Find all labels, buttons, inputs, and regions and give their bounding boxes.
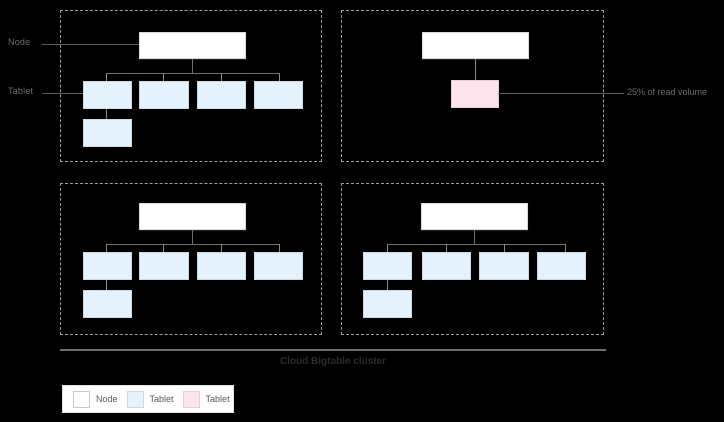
connector-drop-3-2	[163, 244, 164, 252]
tablet-box-3-3	[197, 252, 246, 280]
tablet-box-1-5	[83, 119, 132, 147]
tablet-box-4-1	[363, 252, 412, 280]
node-box-3	[139, 203, 246, 230]
tablet-box-2-1	[451, 80, 499, 108]
cluster-caption: Cloud Bigtable cluster	[279, 356, 387, 367]
connector-drop-4-3	[504, 244, 505, 252]
tablet-box-4-2	[422, 252, 471, 280]
cluster-divider	[60, 349, 606, 351]
connector-trunk-2	[475, 59, 476, 80]
tablet-box-4-5	[363, 290, 412, 318]
connector-trunk-1	[192, 59, 193, 73]
legend: Node Tablet Tablet	[62, 385, 234, 413]
connector-drop-1-3	[221, 73, 222, 81]
node-group-2	[341, 10, 604, 162]
connector-drop-1-2	[163, 73, 164, 81]
side-label-node: Node	[8, 37, 31, 47]
legend-swatch-tablet-highlighted-icon	[182, 390, 200, 408]
connector-drop-3-4	[279, 244, 280, 252]
tablet-box-3-5	[83, 290, 132, 318]
connector-bus-1	[106, 73, 279, 74]
node-group-4	[341, 183, 604, 335]
legend-label-tablet-highlighted: Tablet	[205, 394, 230, 404]
tablet-box-4-4	[537, 252, 586, 280]
legend-label-tablet: Tablet	[149, 394, 174, 404]
connector-drop-1-5	[106, 109, 107, 119]
tablet-box-1-1	[83, 81, 132, 109]
connector-trunk-3	[192, 230, 193, 244]
tablet-leader-line	[42, 93, 83, 94]
connector-drop-1-4	[279, 73, 280, 81]
node-box-2	[422, 32, 529, 59]
tablet-box-3-2	[139, 252, 189, 280]
tablet-box-1-4	[254, 81, 303, 109]
legend-item-tablet-highlighted: Tablet	[182, 390, 230, 408]
connector-drop-1-1	[106, 73, 107, 81]
legend-swatch-node-icon	[73, 390, 90, 408]
legend-label-node: Node	[96, 394, 118, 404]
node-box-4	[421, 203, 528, 230]
node-group-3	[60, 183, 322, 335]
tablet-box-1-3	[197, 81, 246, 109]
legend-swatch-tablet-icon	[126, 390, 144, 408]
node-box-1	[139, 32, 246, 59]
connector-drop-4-2	[446, 244, 447, 252]
connector-drop-3-5	[106, 280, 107, 290]
connector-trunk-4	[474, 230, 475, 244]
connector-drop-4-4	[565, 244, 566, 252]
connector-bus-4	[387, 244, 565, 245]
connector-drop-3-1	[106, 244, 107, 252]
connector-drop-4-1	[387, 244, 388, 252]
node-group-1	[60, 10, 322, 162]
connector-drop-3-3	[221, 244, 222, 252]
side-label-tablet: Tablet	[8, 86, 34, 96]
annotation-read-volume: 25% of read volume	[627, 87, 708, 97]
tablet-box-1-2	[139, 81, 189, 109]
tablet-box-3-1	[83, 252, 132, 280]
tablet-box-3-4	[254, 252, 303, 280]
tablet-box-4-3	[479, 252, 529, 280]
connector-drop-4-5	[387, 280, 388, 290]
connector-bus-3	[106, 244, 279, 245]
annotation-leader-line	[498, 93, 624, 94]
legend-item-node: Node	[73, 390, 118, 408]
legend-item-tablet: Tablet	[126, 390, 174, 408]
node-leader-line	[42, 44, 139, 45]
